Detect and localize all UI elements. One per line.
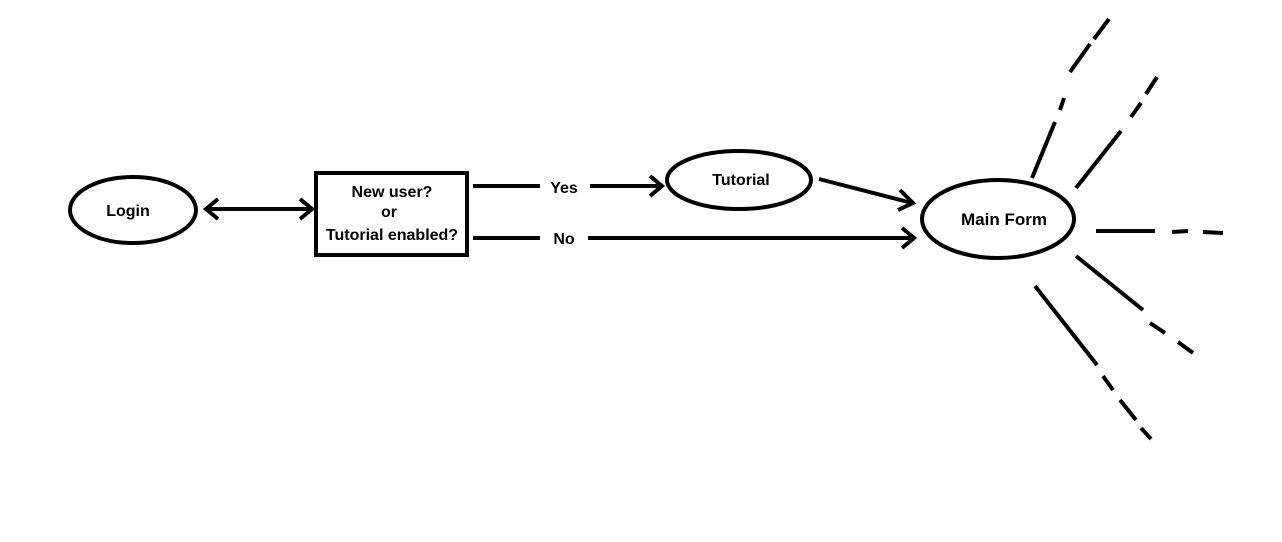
branch-down-segment: [1118, 398, 1138, 422]
main-form-branches: [1030, 17, 1224, 441]
branch-down-segment: [1101, 374, 1115, 392]
arrowhead-mainform-tutorial-icon: [897, 188, 917, 212]
decision-label-line1: New user?: [352, 184, 433, 201]
branch-lower-right-segment: [1176, 340, 1195, 355]
arrowhead-tutorial-icon: [648, 174, 666, 198]
branch-up: [1030, 17, 1111, 179]
branch-lower-right: [1074, 254, 1195, 355]
tutorial-ellipse: [665, 149, 813, 211]
decision-label-line2: or: [381, 204, 397, 221]
branch-up-segment: [1058, 97, 1066, 111]
main-form-ellipse: [920, 178, 1076, 260]
login-decision-edge: [202, 197, 316, 221]
arrowhead-mainform-no-icon: [900, 226, 918, 250]
login-ellipse: [68, 175, 198, 245]
main-form-label: Main Form: [961, 210, 1047, 229]
yes-edge-label: Yes: [550, 180, 578, 197]
login-label: Login: [106, 203, 150, 220]
branch-down: [1033, 284, 1153, 441]
tutorial-label: Tutorial: [712, 172, 769, 189]
branch-upper-right-segment: [1129, 101, 1143, 119]
branch-upper-right-segment: [1074, 129, 1123, 190]
login-node: Login: [68, 175, 198, 245]
tutorial-node: Tutorial: [665, 149, 813, 211]
arrowhead-right-icon: [298, 197, 316, 221]
yes-edge: Yes: [473, 174, 666, 198]
no-edge: No: [473, 226, 918, 250]
decision-label-line3: Tutorial enabled?: [326, 227, 458, 244]
branch-lower-right-segment: [1074, 254, 1145, 312]
branch-up-segment: [1030, 121, 1057, 179]
main-form-node: Main Form: [920, 178, 1076, 260]
branch-upper-right: [1074, 75, 1159, 190]
branch-upper-right-segment: [1144, 75, 1159, 96]
branch-down-segment: [1139, 426, 1153, 441]
branch-up-segment: [1092, 17, 1111, 41]
branch-right-segment: [1171, 229, 1189, 234]
branch-up-segment: [1068, 42, 1092, 74]
decision-box: [314, 171, 469, 257]
branch-down-segment: [1033, 284, 1099, 367]
decision-node: New user? or Tutorial enabled?: [314, 171, 469, 257]
branch-lower-right-segment: [1148, 321, 1167, 335]
tutorial-mainform-line: [818, 177, 913, 205]
branch-right: [1096, 229, 1224, 235]
arrowhead-left-icon: [202, 197, 220, 221]
branch-right-segment: [1202, 230, 1224, 235]
no-edge-label: No: [553, 231, 575, 248]
tutorial-mainform-edge: [818, 177, 917, 212]
